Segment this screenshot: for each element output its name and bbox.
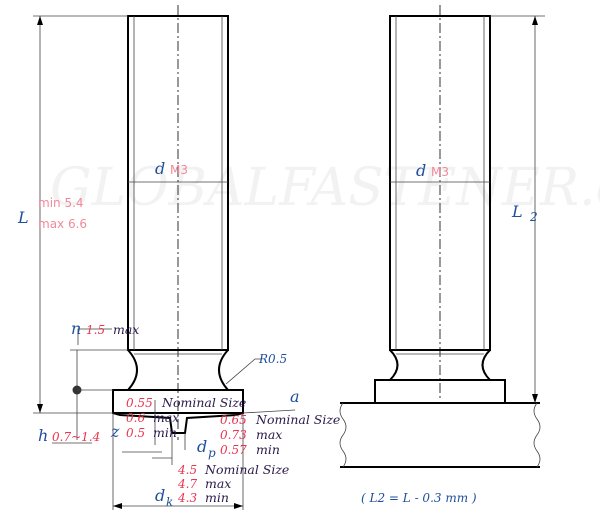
L2-note: ( L2 = L - 0.3 mm ) bbox=[361, 491, 477, 505]
dk-nominal-value: 4.5 bbox=[177, 463, 197, 477]
right-d-value: M3 bbox=[431, 165, 449, 179]
h-value: 0.7~1.4 bbox=[52, 430, 100, 444]
dp-sub: p bbox=[208, 446, 216, 460]
dk-nominal-label: Nominal Size bbox=[204, 462, 289, 477]
L2-symbol: L bbox=[511, 202, 523, 221]
z-nominal-label: Nominal Size bbox=[161, 395, 246, 410]
z-min-label: min bbox=[153, 425, 177, 440]
watermark: GLOBALFASTENER.com bbox=[50, 158, 600, 218]
dk-max-label: max bbox=[205, 476, 231, 491]
z-min-value: 0.5 bbox=[126, 426, 145, 440]
L-min: min 5.4 bbox=[38, 196, 84, 210]
dk-min-value: 4.3 bbox=[177, 491, 197, 505]
dp-max-value: 0.73 bbox=[220, 428, 247, 442]
dk-min-label: min bbox=[205, 490, 229, 505]
dp-symbol: d bbox=[197, 437, 207, 456]
dk-max-value: 4.7 bbox=[177, 477, 197, 491]
dp-max-label: max bbox=[256, 427, 282, 442]
right-stud-installed bbox=[339, 5, 545, 468]
n-label: max bbox=[113, 322, 139, 337]
radius-label: R0.5 bbox=[258, 352, 287, 366]
L-max: max 6.6 bbox=[38, 217, 87, 231]
z-max-value: 0.6 bbox=[126, 411, 145, 425]
dk-sub: k bbox=[166, 495, 173, 509]
n-symbol: n bbox=[71, 319, 81, 338]
dp-nominal-label: Nominal Size bbox=[255, 412, 340, 427]
z-symbol: z bbox=[110, 422, 120, 441]
dp-min-value: 0.57 bbox=[220, 443, 247, 457]
n-value: 1.5 bbox=[86, 323, 105, 337]
h-symbol: h bbox=[38, 426, 48, 445]
right-d-symbol: d bbox=[416, 161, 426, 180]
a-symbol: a bbox=[290, 387, 300, 406]
L-symbol: L bbox=[17, 208, 29, 227]
z-nominal-value: 0.55 bbox=[126, 396, 153, 410]
left-stud bbox=[33, 5, 296, 510]
L2-sub: 2 bbox=[529, 210, 538, 224]
dk-symbol: d bbox=[155, 486, 165, 505]
d-value: M3 bbox=[170, 163, 188, 177]
d-symbol: d bbox=[155, 159, 165, 178]
dp-min-label: min bbox=[256, 442, 280, 457]
z-max-label: max bbox=[153, 410, 179, 425]
dp-nominal-value: 0.65 bbox=[220, 413, 247, 427]
